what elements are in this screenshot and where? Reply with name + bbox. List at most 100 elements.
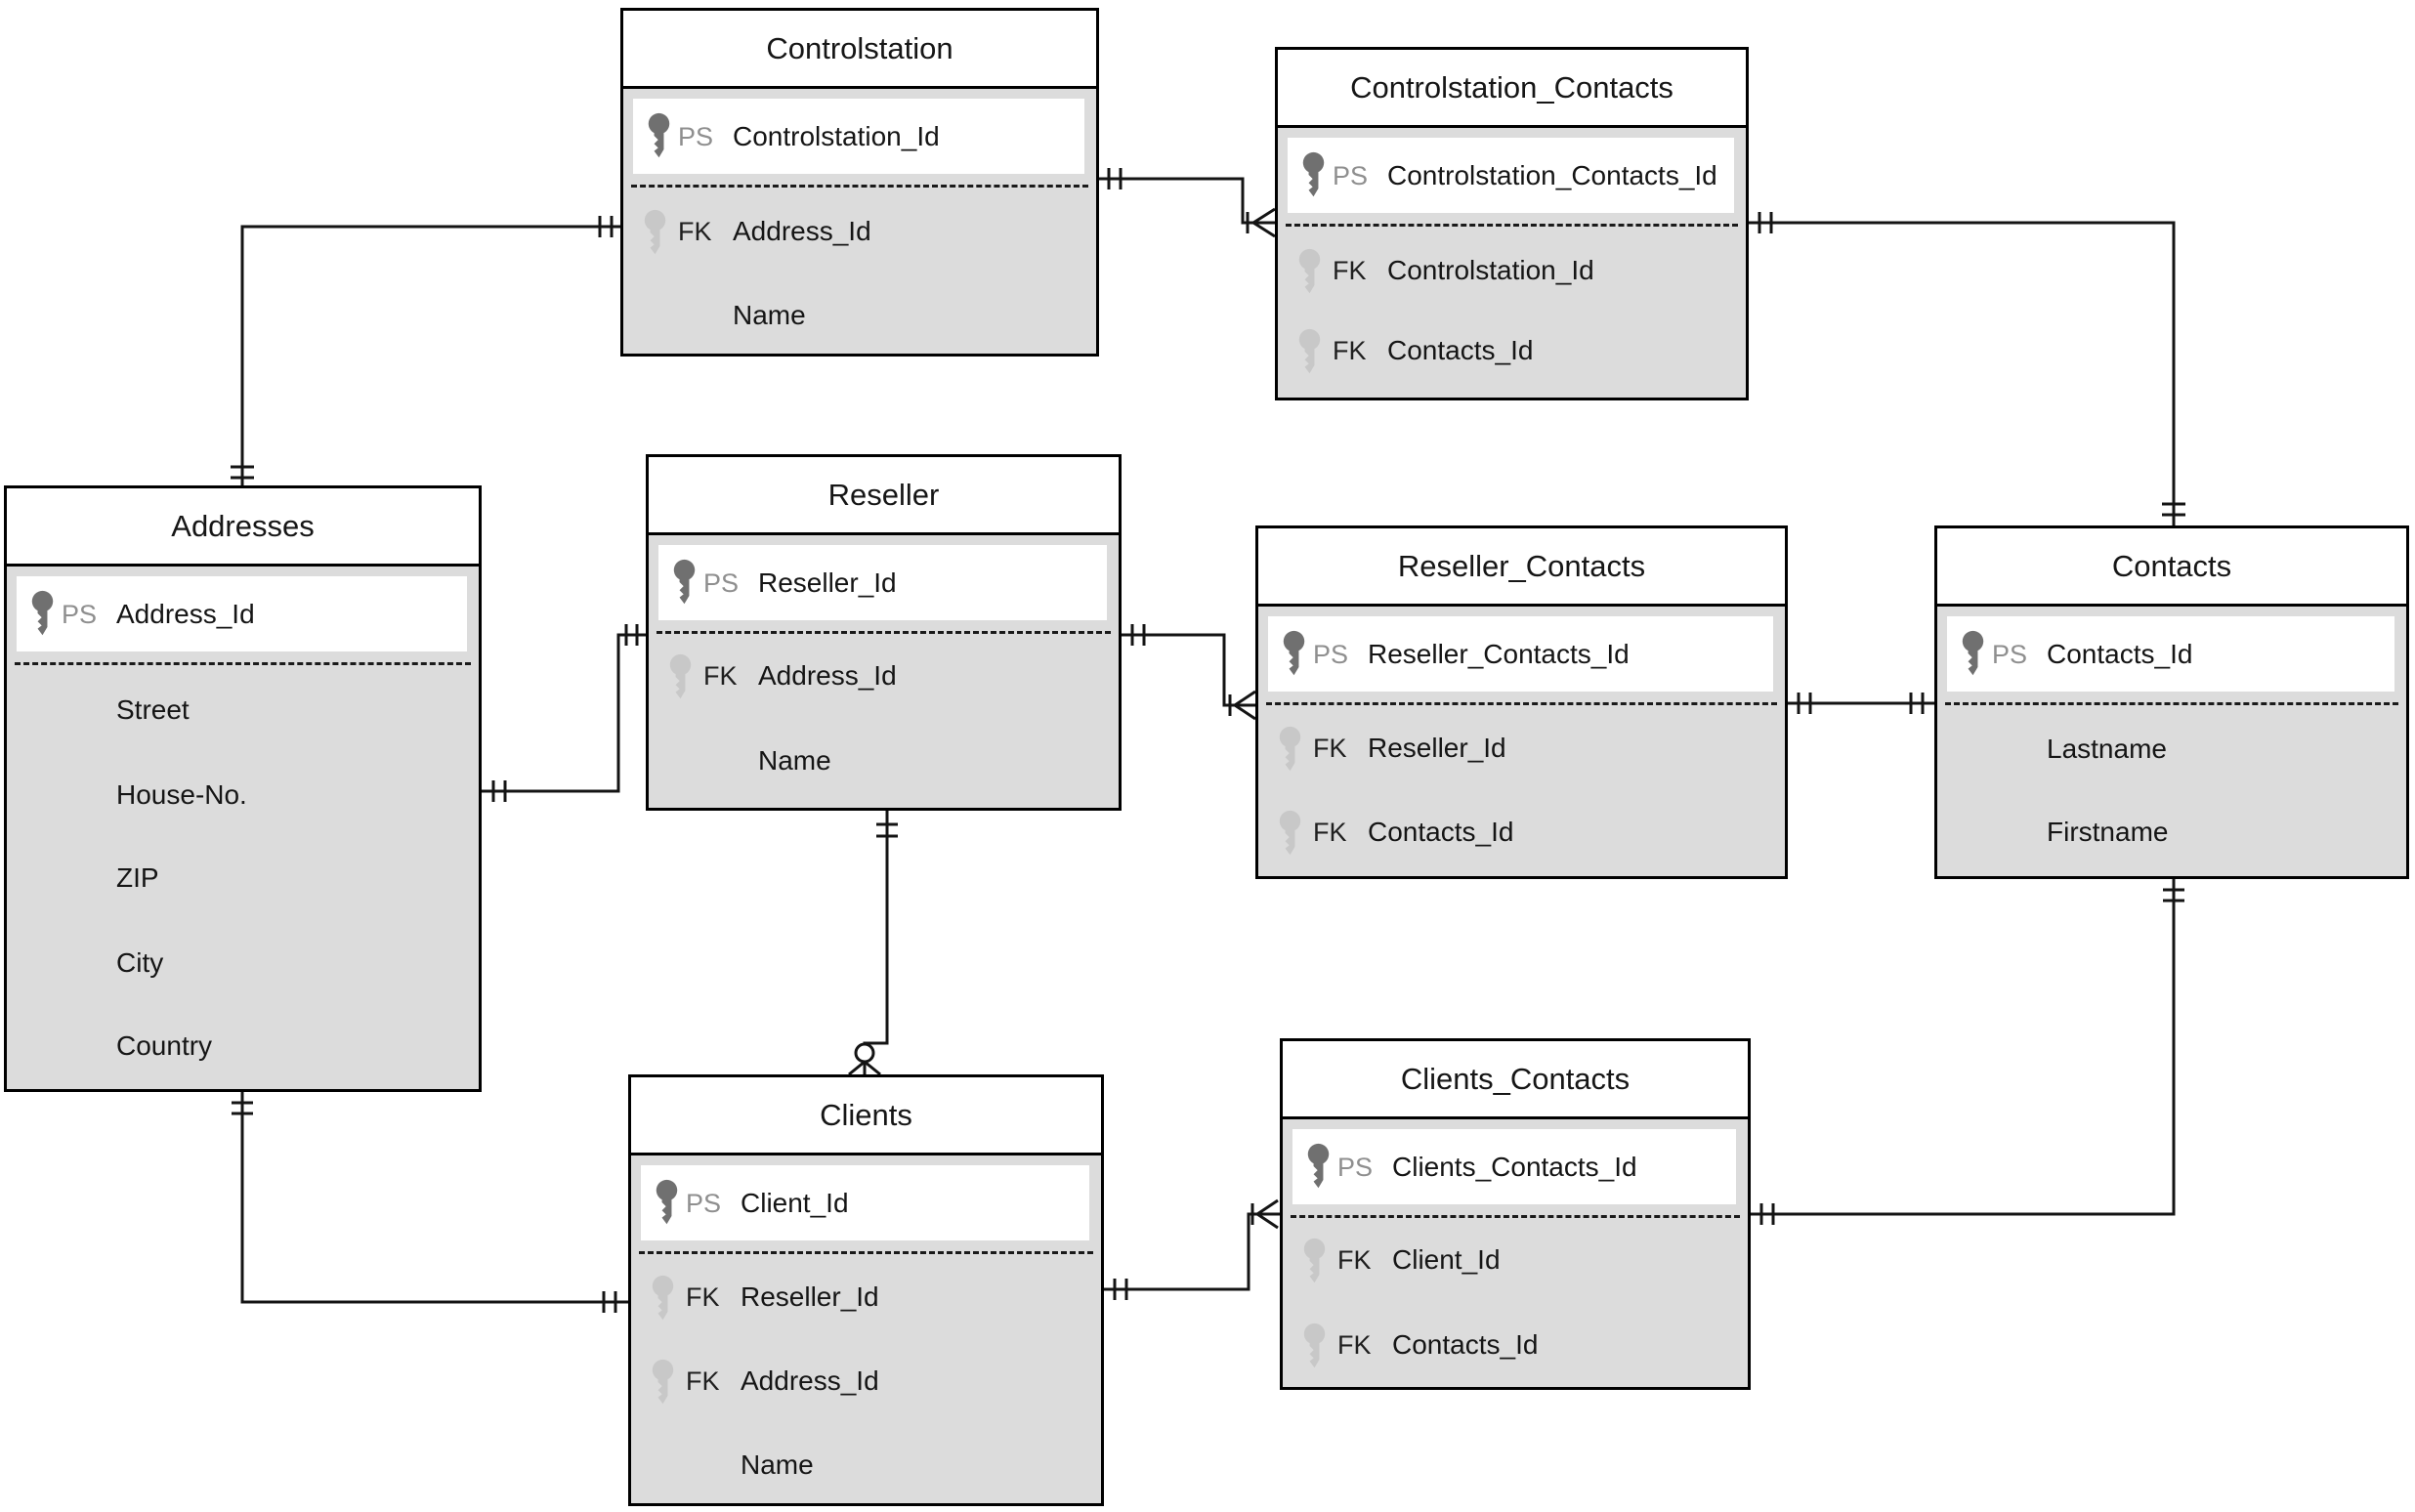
primary-key-row: PS Contacts_Id — [1947, 616, 2394, 692]
column-name: Reseller_Id — [758, 567, 897, 598]
entity-addresses[interactable]: Addresses PS Address_Id Street House-No.… — [4, 485, 482, 1092]
primary-key-icon — [26, 589, 59, 638]
entity-body: PS Controlstation_Contacts_Id FK Control… — [1278, 128, 1746, 398]
key-separator — [1266, 702, 1777, 705]
foreign-key-icon — [1274, 725, 1306, 774]
primary-key-icon — [668, 558, 700, 607]
key-kind-label: PS — [1333, 161, 1369, 190]
primary-key-row: PS Reseller_Contacts_Id — [1268, 616, 1773, 692]
foreign-key-icon — [1293, 327, 1326, 376]
entity-clients[interactable]: Clients PS Client_Id FK Reseller_Id FK A… — [628, 1074, 1104, 1506]
connector-addresses-to-clients — [232, 1092, 628, 1313]
foreign-key-icon — [1298, 1322, 1331, 1370]
column-name: Contacts_Id — [1368, 817, 1514, 847]
connector-controlstation-to-controlstation-contacts — [1099, 168, 1276, 238]
primary-key-icon — [1957, 629, 1989, 678]
connector-contacts-to-clients-contacts — [1751, 879, 2184, 1225]
column-name: Street — [116, 694, 190, 725]
key-separator — [1286, 224, 1738, 227]
column-name: ZIP — [116, 862, 159, 893]
column-name: Reseller_Id — [741, 1281, 879, 1312]
column-row: FK Contacts_Id — [1278, 324, 1746, 379]
key-kind-label: FK — [1333, 256, 1367, 285]
entity-title: Reseller_Contacts — [1397, 548, 1646, 583]
connector-controlstation-contacts-to-contacts — [1749, 212, 2185, 525]
key-kind-label: FK — [1333, 336, 1367, 365]
entity-header: Reseller — [649, 457, 1119, 535]
column-name: Controlstation_Id — [1387, 255, 1594, 285]
primary-key-row: PS Reseller_Id — [658, 545, 1107, 620]
connector-clients-to-clients-contacts — [1104, 1198, 1280, 1300]
foreign-key-icon — [1274, 809, 1306, 858]
column-row: Country — [7, 1020, 479, 1074]
key-separator — [15, 662, 471, 665]
connector-reseller-to-reseller-contacts — [1122, 624, 1256, 721]
connector-reseller-to-clients — [848, 811, 898, 1076]
entity-title: Clients — [820, 1097, 912, 1132]
entity-reseller-contacts[interactable]: Reseller_Contacts PS Reseller_Contacts_I… — [1255, 525, 1788, 879]
entity-clients-contacts[interactable]: Clients_Contacts PS Clients_Contacts_Id … — [1280, 1038, 1751, 1390]
entity-body: PS Controlstation_Id FK Address_Id Name — [623, 89, 1096, 354]
entity-header: Controlstation_Contacts — [1278, 50, 1746, 128]
key-kind-label: FK — [1313, 734, 1347, 763]
entity-header: Contacts — [1937, 528, 2406, 607]
column-name: Controlstation_Contacts_Id — [1387, 160, 1717, 190]
entity-controlstation[interactable]: Controlstation PS Controlstation_Id FK A… — [620, 8, 1099, 357]
column-row: House-No. — [7, 769, 479, 823]
column-row: FK Contacts_Id — [1258, 806, 1785, 861]
column-name: City — [116, 947, 164, 978]
primary-key-icon — [643, 111, 675, 160]
key-kind-label: PS — [62, 600, 98, 629]
foreign-key-icon — [647, 1274, 679, 1323]
primary-key-row: PS Controlstation_Contacts_Id — [1288, 138, 1734, 213]
key-separator — [1291, 1215, 1740, 1218]
column-name: Contacts_Id — [2047, 639, 2193, 669]
column-row: FK Address_Id — [649, 650, 1119, 704]
primary-key-row: PS Client_Id — [641, 1165, 1089, 1240]
key-kind-label: PS — [678, 122, 714, 151]
column-name: Firstname — [2047, 817, 2169, 847]
entity-title: Contacts — [2111, 548, 2232, 583]
column-row: Street — [7, 684, 479, 738]
key-kind-label: PS — [686, 1189, 722, 1218]
column-name: Reseller_Contacts_Id — [1368, 639, 1630, 669]
entity-title: Reseller — [827, 477, 940, 512]
column-name: Client_Id — [1392, 1244, 1501, 1275]
entity-contacts[interactable]: Contacts PS Contacts_Id Lastname Firstna… — [1934, 525, 2409, 879]
key-kind-label: FK — [686, 1282, 720, 1312]
column-row: City — [7, 937, 479, 991]
column-row: FK Reseller_Id — [631, 1271, 1101, 1325]
connector-reseller-contacts-to-contacts — [1788, 693, 1934, 714]
entity-body: PS Client_Id FK Reseller_Id FK Address_I… — [631, 1155, 1101, 1503]
column-row: FK Address_Id — [623, 205, 1096, 260]
primary-key-row: PS Controlstation_Id — [633, 99, 1084, 174]
entity-body: PS Reseller_Contacts_Id FK Reseller_Id F… — [1258, 607, 1785, 876]
entity-controlstation-contacts[interactable]: Controlstation_Contacts PS Controlstatio… — [1275, 47, 1749, 400]
column-name: Contacts_Id — [1387, 335, 1534, 365]
key-kind-label: PS — [703, 568, 740, 598]
key-kind-label: FK — [678, 217, 712, 246]
key-separator — [631, 185, 1088, 188]
foreign-key-icon — [664, 652, 697, 701]
entity-header: Reseller_Contacts — [1258, 528, 1785, 607]
primary-key-row: PS Clients_Contacts_Id — [1292, 1129, 1736, 1204]
entity-header: Addresses — [7, 488, 479, 567]
entity-body: PS Clients_Contacts_Id FK Client_Id FK C… — [1283, 1119, 1748, 1387]
foreign-key-icon — [1293, 247, 1326, 296]
column-name: Name — [741, 1449, 814, 1480]
key-separator — [639, 1251, 1093, 1254]
column-row: FK Reseller_Id — [1258, 722, 1785, 777]
entity-title: Controlstation — [766, 30, 953, 65]
key-separator — [1945, 702, 2398, 705]
column-row: FK Controlstation_Id — [1278, 244, 1746, 299]
entity-title: Controlstation_Contacts — [1350, 69, 1674, 105]
column-row: FK Contacts_Id — [1283, 1319, 1748, 1373]
entity-header: Clients_Contacts — [1283, 1041, 1748, 1119]
column-name: Client_Id — [741, 1188, 849, 1218]
primary-key-icon — [1278, 629, 1310, 678]
entity-reseller[interactable]: Reseller PS Reseller_Id FK Address_Id Na… — [646, 454, 1122, 811]
column-name: Clients_Contacts_Id — [1392, 1152, 1637, 1182]
column-name: Address_Id — [758, 660, 897, 691]
entity-body: PS Address_Id Street House-No. ZIP City … — [7, 567, 479, 1089]
